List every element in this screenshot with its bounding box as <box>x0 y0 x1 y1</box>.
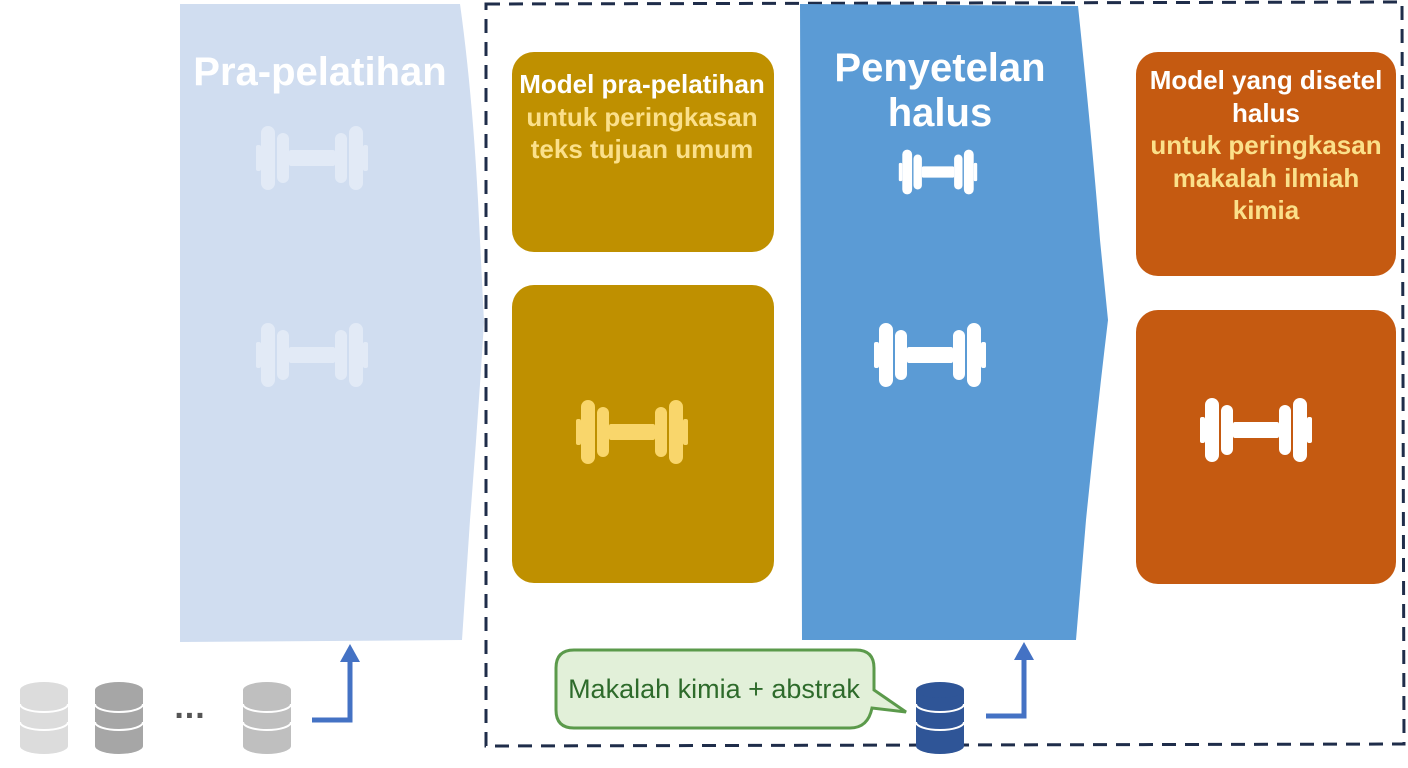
pretrained-model-label-purpose: untuk peringkasan teks tujuan umum <box>526 101 758 165</box>
finetuned-model-label: Model yang disetel halus untuk peringkas… <box>1138 64 1394 227</box>
finetuned-model-label-main: Model yang disetel halus <box>1149 65 1383 128</box>
pretraining-data-arrow-head <box>340 644 360 662</box>
finetuning-dataset-label: Makalah kimia + abstrak <box>568 673 860 704</box>
pretraining-dataset-icon <box>20 682 68 754</box>
finetuned-model-label-box <box>1136 52 1396 276</box>
pretraining-dataset-icon <box>243 682 291 754</box>
pretraining-data-arrow <box>312 658 353 723</box>
pretrained-model-label: Model pra-pelatihan untuk peringkasan te… <box>514 68 770 166</box>
pretrained-model-label-main: Model pra-pelatihan <box>519 69 765 99</box>
finetuned-model-box <box>1136 310 1396 584</box>
finetuning-dataset-icon <box>916 682 964 754</box>
pretraining-dataset-icon <box>95 682 143 754</box>
dataset-lines <box>19 703 292 731</box>
dataset-callout <box>554 648 907 730</box>
finetuned-model-label-purpose: untuk peringkasan makalah ilmiah kimia <box>1150 130 1382 225</box>
pretraining-title: Pra-pelatihan <box>193 50 447 94</box>
finetuning-title: Penyetelan halus <box>834 46 1046 135</box>
pretraining-panel <box>180 4 484 642</box>
finetuning-data-arrow-head <box>1014 642 1034 660</box>
finetuning-stage-boundary <box>484 0 1406 748</box>
finetuning-data-arrow <box>986 656 1027 719</box>
finetuning-dataset-lines <box>915 703 965 731</box>
finetuning-panel <box>800 4 1108 640</box>
more-datasets-ellipsis: ... <box>174 688 206 726</box>
pretrained-model-label-box <box>512 52 774 252</box>
